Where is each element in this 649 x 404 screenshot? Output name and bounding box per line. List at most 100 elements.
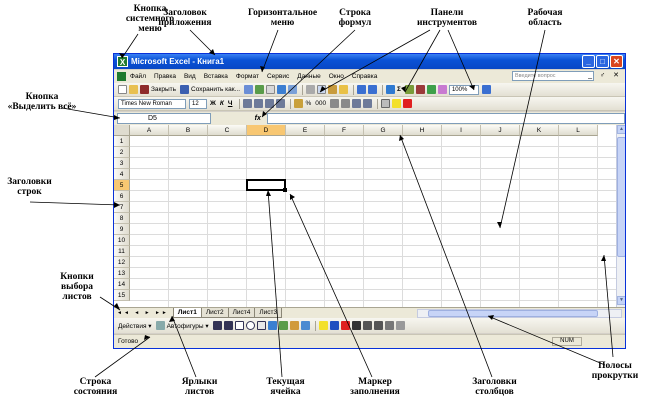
menu-format[interactable]: Формат xyxy=(235,73,259,80)
borders-icon[interactable] xyxy=(381,99,391,108)
line-color-icon[interactable] xyxy=(329,321,339,330)
sheet-tab-3[interactable]: Лист3 xyxy=(254,308,283,318)
menu-tools[interactable]: Сервис xyxy=(266,73,290,80)
row-header-8[interactable]: 8 xyxy=(114,213,130,224)
row-header-4[interactable]: 4 xyxy=(114,169,130,180)
row-header-12[interactable]: 12 xyxy=(114,257,130,268)
sort-desc-icon[interactable] xyxy=(415,85,425,94)
dash-style-icon[interactable] xyxy=(362,321,372,330)
minimize-button[interactable]: _ xyxy=(582,55,595,68)
column-header-i[interactable]: I xyxy=(442,125,481,136)
row-header-13[interactable]: 13 xyxy=(114,268,130,279)
active-cell[interactable] xyxy=(246,179,286,191)
rectangle-icon[interactable] xyxy=(234,321,244,330)
column-header-k[interactable]: K xyxy=(520,125,559,136)
fill-color-icon[interactable] xyxy=(392,99,402,108)
textbox-icon[interactable] xyxy=(256,321,266,330)
font-size-select[interactable]: 12 xyxy=(189,98,207,109)
row-header-15[interactable]: 15 xyxy=(114,290,130,301)
3d-icon[interactable] xyxy=(395,321,405,330)
formula-input[interactable] xyxy=(266,113,625,124)
format-painter-icon[interactable] xyxy=(339,85,349,94)
arrow-style-icon[interactable] xyxy=(373,321,383,330)
picture-icon[interactable] xyxy=(300,321,310,330)
select-objects-icon[interactable] xyxy=(155,321,165,330)
increase-indent-icon[interactable] xyxy=(363,99,373,108)
vertical-scroll-thumb[interactable] xyxy=(617,137,625,257)
print-icon[interactable] xyxy=(255,85,265,94)
menu-edit[interactable]: Правка xyxy=(153,73,176,80)
wordart-icon[interactable] xyxy=(267,321,277,330)
decrease-decimal-icon[interactable] xyxy=(341,99,351,108)
document-icon[interactable] xyxy=(117,72,126,81)
close-doc-button[interactable]: Закрыть xyxy=(151,86,177,93)
permission-icon[interactable] xyxy=(244,85,254,94)
column-header-c[interactable]: C xyxy=(208,125,247,136)
column-header-f[interactable]: F xyxy=(325,125,364,136)
line-style-icon[interactable] xyxy=(351,321,361,330)
increase-decimal-icon[interactable] xyxy=(330,99,340,108)
help-icon[interactable] xyxy=(481,85,491,94)
autoshapes-button[interactable]: Автофигуры ▾ xyxy=(166,322,209,330)
save-as-icon[interactable] xyxy=(180,85,190,94)
align-center-icon[interactable] xyxy=(254,99,264,108)
percent-button[interactable]: % xyxy=(305,100,312,107)
column-header-e[interactable]: E xyxy=(286,125,325,136)
thousands-button[interactable]: 000 xyxy=(315,100,327,107)
column-header-g[interactable]: G xyxy=(364,125,403,136)
font-select[interactable]: Times New Roman xyxy=(118,98,186,109)
underline-button[interactable]: Ч xyxy=(227,100,233,107)
new-icon[interactable] xyxy=(118,85,127,94)
menu-help[interactable]: Справка xyxy=(351,73,378,80)
system-menu-icon[interactable]: X xyxy=(117,56,128,67)
maximize-button[interactable]: □ xyxy=(596,55,609,68)
bold-button[interactable]: Ж xyxy=(210,100,216,107)
close-doc-icon[interactable] xyxy=(140,85,149,94)
row-header-6[interactable]: 6 xyxy=(114,191,130,202)
currency-icon[interactable] xyxy=(294,99,304,108)
mdi-controls[interactable]: _ ♂ ✕ xyxy=(588,72,622,79)
decrease-indent-icon[interactable] xyxy=(352,99,362,108)
row-header-9[interactable]: 9 xyxy=(114,224,130,235)
merge-center-icon[interactable] xyxy=(276,99,286,108)
menu-file[interactable]: Файл xyxy=(130,73,146,80)
menu-window[interactable]: Окно xyxy=(328,73,344,80)
vertical-scrollbar[interactable]: ▲ ▼ xyxy=(616,125,625,307)
diagram-icon[interactable] xyxy=(278,321,288,330)
zoom-select[interactable]: 100% xyxy=(448,84,479,95)
row-header-1[interactable]: 1 xyxy=(114,136,130,147)
horizontal-scroll-thumb[interactable] xyxy=(428,310,598,317)
draw-font-color-icon[interactable] xyxy=(340,321,350,330)
row-header-7[interactable]: 7 xyxy=(114,202,130,213)
spelling-icon[interactable] xyxy=(277,85,287,94)
font-color-icon[interactable] xyxy=(403,99,413,108)
column-header-a[interactable]: A xyxy=(130,125,169,136)
select-all-button[interactable] xyxy=(114,125,130,136)
close-button[interactable]: ✕ xyxy=(610,55,623,68)
shadow-icon[interactable] xyxy=(384,321,394,330)
save-as-button[interactable]: Сохранить как... xyxy=(191,86,241,93)
draw-fill-color-icon[interactable] xyxy=(318,321,328,330)
fill-handle[interactable] xyxy=(283,188,287,192)
undo-icon[interactable] xyxy=(357,85,367,94)
menu-view[interactable]: Вид xyxy=(183,73,196,80)
open-icon[interactable] xyxy=(129,85,138,94)
chart-wizard-icon[interactable] xyxy=(426,85,436,94)
draw-actions-button[interactable]: Действия ▾ xyxy=(118,322,152,330)
row-header-2[interactable]: 2 xyxy=(114,147,130,158)
menu-insert[interactable]: Вставка xyxy=(203,73,228,80)
fx-icon[interactable]: fx xyxy=(254,115,261,122)
clipart-icon[interactable] xyxy=(289,321,299,330)
copy-icon[interactable] xyxy=(317,85,327,94)
question-input[interactable]: Введите вопрос xyxy=(512,71,594,81)
column-header-j[interactable]: J xyxy=(481,125,520,136)
align-right-icon[interactable] xyxy=(265,99,275,108)
title-bar[interactable]: X Microsoft Excel - Книга1 _ □ ✕ xyxy=(114,54,625,69)
column-header-h[interactable]: H xyxy=(403,125,442,136)
research-icon[interactable] xyxy=(288,85,298,94)
horizontal-scrollbar[interactable] xyxy=(417,309,622,318)
row-header-10[interactable]: 10 xyxy=(114,235,130,246)
scroll-up-icon[interactable]: ▲ xyxy=(617,125,625,134)
column-header-b[interactable]: B xyxy=(169,125,208,136)
